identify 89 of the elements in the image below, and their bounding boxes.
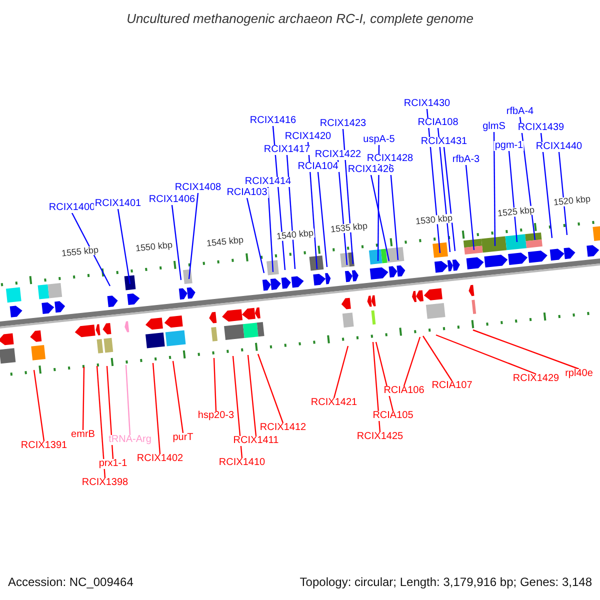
leader-line <box>96 366 106 478</box>
gene-label: RCIX1421 <box>310 398 358 408</box>
leader-line <box>493 132 496 246</box>
leader-line <box>558 152 568 236</box>
leader-line <box>370 174 390 262</box>
leader-line <box>540 132 553 238</box>
leader-line <box>267 186 274 272</box>
gene-label: RCIA106 <box>382 386 426 396</box>
leader-line <box>508 150 518 242</box>
leader-line <box>106 366 114 460</box>
gene-label: RCIX1422 <box>314 150 362 160</box>
gene-label: RCIX1440 <box>534 142 584 152</box>
title: Uncultured methanogenic archaeon RC-I, complete genome <box>126 12 474 25</box>
gene-label: RCIX1426 <box>346 165 396 175</box>
scale-label: 1545 kbp <box>205 235 245 249</box>
leader-line <box>436 334 536 375</box>
leader-line <box>389 164 399 260</box>
leader-line <box>375 342 394 412</box>
gene-label: RCIX1417 <box>262 145 312 155</box>
scale-label: 1540 kbp <box>275 228 315 242</box>
gene-label: RCIX1428 <box>366 154 414 164</box>
genome-summary: Topology: circular; Length: 3,179,916 bp; Genes: 3,148 <box>300 576 592 588</box>
gene-label: RCIX1401 <box>94 199 142 209</box>
gene-label: RCIA103 <box>226 188 268 198</box>
gene-label: rfbA-4 <box>505 107 535 117</box>
gene-label: RCIX1412 <box>258 423 308 433</box>
leader-line <box>171 204 182 280</box>
gene-label: RCIX1406 <box>148 195 196 205</box>
leader-line <box>342 128 354 264</box>
scale-label: 1530 kbp <box>414 213 454 227</box>
gene-label: rfbA-3 <box>451 155 481 165</box>
leader-line <box>246 198 265 274</box>
scale-label: 1535 kbp <box>329 221 369 235</box>
leader-line <box>333 346 349 398</box>
gene-label: tRNA-Arg <box>108 435 152 445</box>
leader-line <box>422 336 452 382</box>
leader-line <box>117 208 131 284</box>
leader-line <box>33 370 45 442</box>
leader-line <box>82 366 85 430</box>
gene-label: RCIX1410 <box>218 458 266 468</box>
gene-label: RCIA105 <box>372 411 414 421</box>
gene-label: RCIX1430 <box>402 99 452 109</box>
gene-label: RCIX1411 <box>232 436 280 446</box>
gene-label: RCIX1423 <box>318 119 368 129</box>
gene-label: RCIX1416 <box>248 116 298 126</box>
gene-label: RCIX1414 <box>244 177 292 187</box>
leader-line <box>152 362 161 454</box>
leader-line <box>213 358 217 412</box>
leader-line <box>465 164 475 250</box>
leader-line <box>472 329 580 370</box>
leader-line <box>307 142 318 270</box>
gene-label: RCIX1429 <box>512 374 560 384</box>
gene-label: RCIX1391 <box>20 441 68 451</box>
leader-line <box>172 360 184 434</box>
leader-line <box>247 354 257 436</box>
gene-label: RCIA107 <box>430 381 474 391</box>
gene-label: RCIX1431 <box>420 137 468 147</box>
scale-label: 1550 kbp <box>134 240 174 254</box>
gene-label: RCIA104 <box>296 162 340 172</box>
gene-label: RCIX1408 <box>174 183 222 193</box>
gene-label: pgm-1 <box>494 141 524 151</box>
gene-label: uspA-5 <box>362 135 396 145</box>
leader-line <box>257 354 284 424</box>
gene-label: RCIA108 <box>416 118 460 128</box>
gene-label: prx1-1 <box>98 459 128 469</box>
leader-line <box>443 146 456 252</box>
leader-line <box>125 364 131 436</box>
leader-line <box>232 356 243 458</box>
scale-label: 1520 kbp <box>552 194 592 208</box>
gene-label: hsp20-3 <box>196 411 236 421</box>
leader-line <box>403 336 421 386</box>
leader-line <box>188 192 199 280</box>
leader-line <box>372 342 381 432</box>
scale-label: 1525 kbp <box>496 205 536 219</box>
gene-label: glmS <box>482 122 506 132</box>
gene-label: RCIX1400 <box>48 203 96 213</box>
gene-label: RCIX1402 <box>136 454 184 464</box>
gene-label: emrB <box>70 430 96 440</box>
leader-line <box>437 128 451 252</box>
leader-line <box>71 212 111 286</box>
gene-label: RCIX1439 <box>516 123 566 133</box>
gene-label: purT <box>172 433 194 443</box>
gene-label: RCIX1398 <box>80 478 130 488</box>
leader-line <box>317 172 328 268</box>
gene-label: RCIX1420 <box>284 132 332 142</box>
gene-label: RCIX1425 <box>356 432 404 442</box>
scale-label: 1555 kbp <box>60 245 100 259</box>
accession-note: Accession: NC_009464 <box>8 576 134 588</box>
gene-label: rpl40e <box>564 369 594 379</box>
